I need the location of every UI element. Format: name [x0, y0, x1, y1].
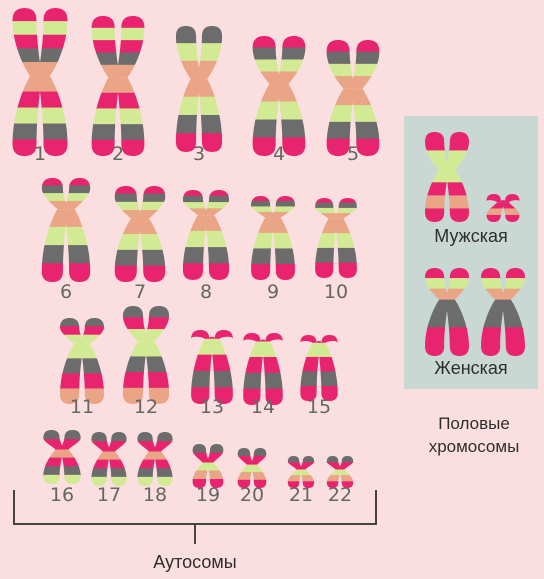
chromosome-number: 10 — [316, 281, 356, 303]
chromosome-number: 21 — [281, 484, 321, 506]
chromosome-19 — [180, 444, 236, 489]
chromosome-number: 17 — [89, 484, 129, 506]
chromosome-9 — [233, 196, 313, 281]
x-chromosome-male — [407, 132, 487, 223]
y-chromosome — [473, 194, 533, 223]
chromosome-1 — [0, 8, 90, 157]
chromosome-number: 12 — [126, 396, 166, 418]
autosomes-label: Аутосомы — [112, 552, 278, 573]
chromosome-11 — [42, 318, 122, 405]
chromosome-number: 19 — [188, 484, 228, 506]
male-label: Мужская — [404, 226, 538, 247]
chromosome-number: 11 — [62, 396, 102, 418]
chromosome-number: 3 — [179, 143, 219, 165]
chromosome-number: 6 — [46, 281, 86, 303]
chromosome-7 — [94, 186, 186, 283]
chromosome-10 — [298, 198, 374, 279]
chromosome-number: 4 — [259, 143, 299, 165]
chromosome-15 — [285, 335, 353, 402]
chromosome-12 — [104, 306, 188, 405]
x-chromosome-female-1 — [407, 268, 487, 357]
chromosome-3 — [157, 26, 241, 153]
chromosome-5 — [305, 40, 401, 157]
x-chromosome-female-2 — [463, 268, 543, 357]
chromosome-number: 18 — [135, 484, 175, 506]
chromosome-number: 15 — [299, 396, 339, 418]
female-label: Женская — [404, 358, 538, 379]
chromosome-8 — [164, 190, 248, 281]
chromosome-number: 2 — [98, 143, 138, 165]
chromosome-number: 20 — [232, 484, 272, 506]
chromosome-20 — [226, 448, 278, 489]
chromosome-18 — [123, 432, 187, 487]
chromosome-number: 13 — [192, 396, 232, 418]
chromosome-number: 5 — [333, 143, 373, 165]
chromosome-number: 14 — [243, 396, 283, 418]
chromosome-number: 16 — [42, 484, 82, 506]
chromosome-16 — [28, 430, 96, 485]
sex-chromosomes-label: Половые хромосомы — [404, 412, 544, 458]
chromosome-number: 8 — [186, 281, 226, 303]
chromosome-number: 9 — [253, 281, 293, 303]
chromosome-17 — [77, 432, 141, 487]
chromosome-4 — [231, 36, 327, 157]
chromosome-number: 1 — [20, 143, 60, 165]
chromosome-14 — [227, 333, 299, 406]
chromosome-number: 7 — [120, 281, 160, 303]
chromosome-6 — [22, 178, 110, 283]
chromosome-number: 22 — [320, 484, 360, 506]
chromosome-13 — [174, 330, 250, 405]
chromosome-2 — [70, 16, 166, 157]
